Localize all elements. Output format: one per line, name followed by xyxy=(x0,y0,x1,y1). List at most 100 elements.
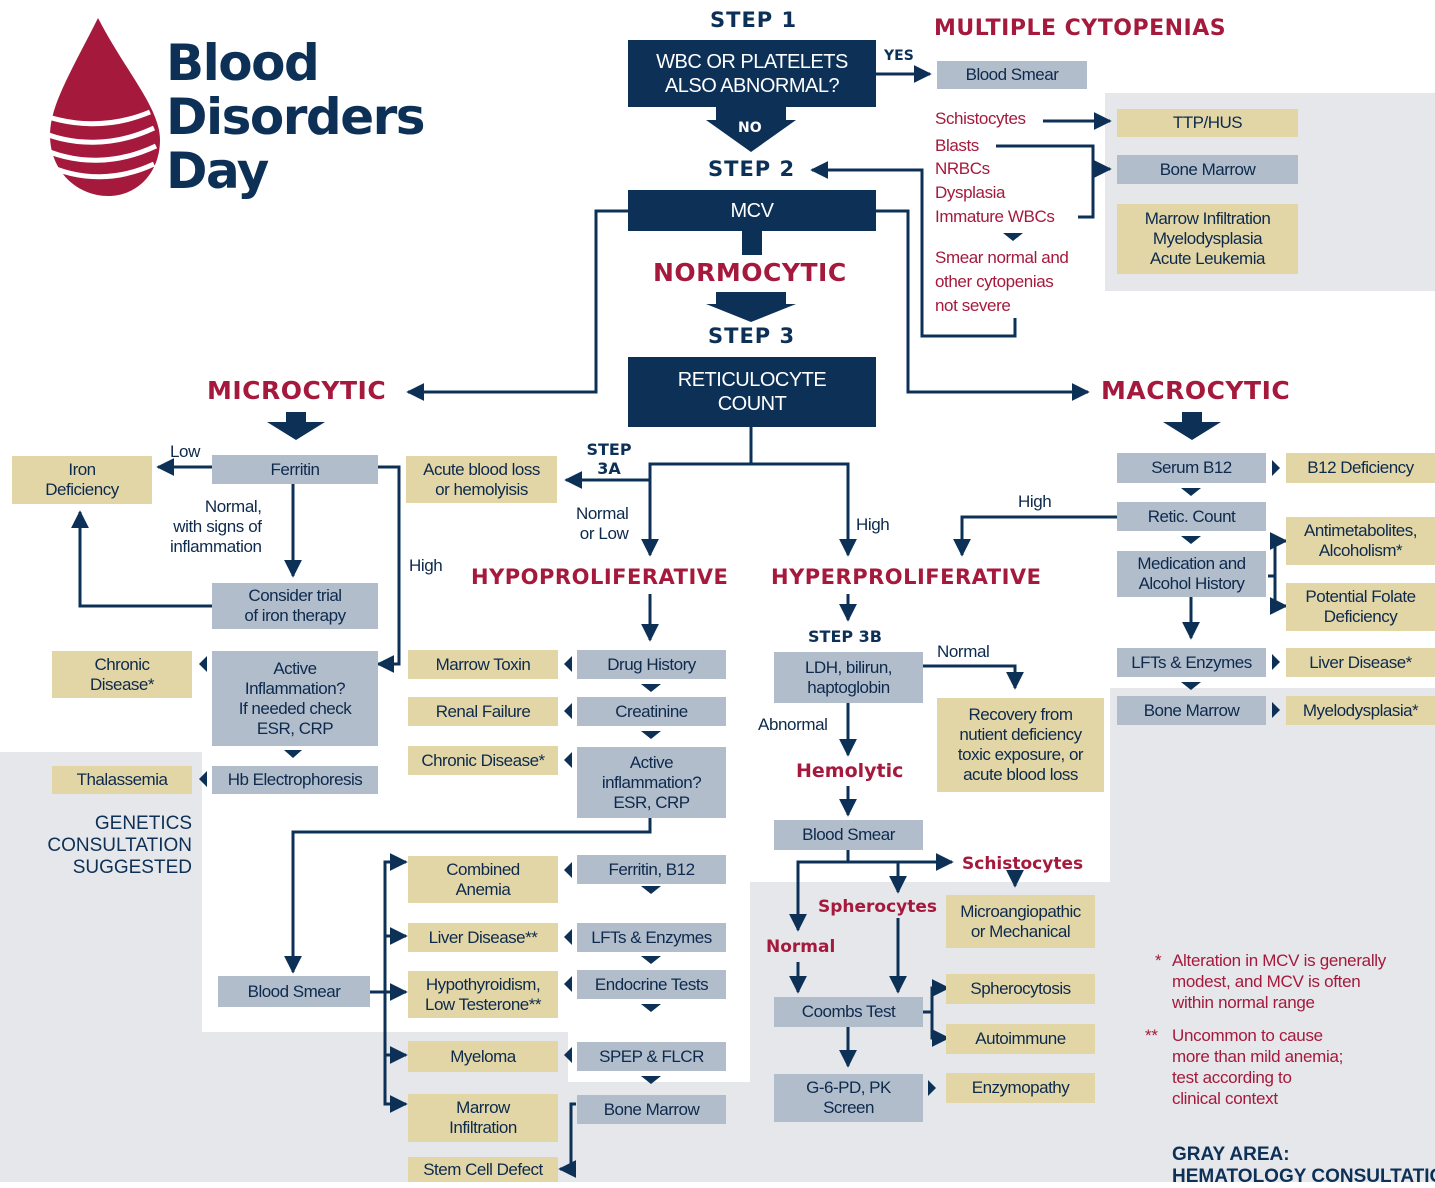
step-3b-label: STEP 3B xyxy=(808,627,882,646)
lfts-macro-box: LFTs & Enzymes xyxy=(1117,648,1266,677)
liver-disease-macro-box: Liver Disease* xyxy=(1286,648,1435,677)
medication-history-box: Medication and Alcohol History xyxy=(1117,551,1266,597)
antimetabolites-box: Antimetabolites, Alcoholism* xyxy=(1286,517,1435,565)
micro-arrow xyxy=(406,209,628,401)
ferritin-box: Ferritin xyxy=(212,455,378,484)
mcv-stem xyxy=(742,231,762,255)
marrow-toxin-box: Marrow Toxin xyxy=(408,650,558,679)
logo-line-3: Day xyxy=(166,142,269,200)
iron-deficiency-box: Iron Deficiency xyxy=(12,456,152,504)
retic-count-macro-box: Retic. Count xyxy=(1117,502,1266,531)
myelodysplasia-box: Myelodysplasia* xyxy=(1286,696,1435,725)
microangiopathic-box: Microangiopathic or Mechanical xyxy=(946,895,1095,948)
recovery-box: Recovery from nutient deficiency toxic e… xyxy=(937,698,1104,792)
no-arrow xyxy=(706,107,796,152)
lfts-hypo-box: LFTs & Enzymes xyxy=(577,923,726,952)
liver-disease-hypo-box: Liver Disease** xyxy=(408,923,558,952)
logo-line-1: Blood xyxy=(166,34,320,92)
smear-combined-arrow xyxy=(370,853,408,994)
macro-down-arrow xyxy=(1163,412,1221,440)
renal-failure-box: Renal Failure xyxy=(408,697,558,726)
blood-smear-hypo-box: Blood Smear xyxy=(218,976,370,1007)
note-1-mark: * xyxy=(1155,951,1162,970)
marrow-infiltration-hypo-box: Marrow Infiltration xyxy=(408,1094,558,1142)
multiple-cytopenias-heading: MULTIPLE CYTOPENIAS xyxy=(934,16,1227,41)
serum-b12-box: Serum B12 xyxy=(1117,453,1266,483)
blood-smear-cytopenia-box: Blood Smear xyxy=(937,61,1087,89)
marrow-infiltration-box: Marrow Infiltration Myelodysplasia Acute… xyxy=(1117,204,1298,274)
wbc-platelets-box: WBC OR PLATELETS ALSO ABNORMAL? xyxy=(628,40,876,107)
myeloma-box: Myeloma xyxy=(408,1041,558,1072)
spherocytosis-box: Spherocytosis xyxy=(946,974,1095,1004)
step-3a-label: STEP 3A xyxy=(586,440,632,478)
yes-label: YES xyxy=(884,48,914,64)
normal-signs-label: Normal, with signs of inflammation xyxy=(170,497,262,556)
step-1-label: STEP 1 xyxy=(710,8,798,32)
active-blood-smear-arrow xyxy=(284,818,652,974)
normocytic-arrow xyxy=(706,292,796,322)
smear-normal-text: Smear normal and other cytopenias not se… xyxy=(935,248,1069,315)
gray-zone-macro-bottom xyxy=(1110,688,1435,1182)
abnormal-ldh-label: Abnormal xyxy=(758,715,828,734)
genetics-consultation-label: GENETICS CONSULTATION SUGGESTED xyxy=(47,813,192,878)
med-anti-arrow xyxy=(1268,532,1288,578)
normal-heading: Normal xyxy=(766,937,836,957)
ferritin-b12-box: Ferritin, B12 xyxy=(577,855,726,884)
bone-marrow-hypo-box: Bone Marrow xyxy=(577,1095,726,1124)
blood-drop-logo-icon xyxy=(28,18,160,196)
ttp-hus-box: TTP/HUS xyxy=(1117,109,1298,137)
drug-history-box: Drug History xyxy=(577,650,726,679)
immature-wbcs-text: Immature WBCs xyxy=(935,207,1055,226)
retic-high-hyper-arrow xyxy=(953,515,1118,557)
smear-schisto-arrow xyxy=(846,850,954,871)
smear-normal-arrow xyxy=(789,860,848,932)
coombs-test-box: Coombs Test xyxy=(774,997,923,1027)
mcv-box: MCV xyxy=(628,190,876,231)
ferritin-high-arrow xyxy=(376,465,401,673)
ldh-box: LDH, bilirun, haptoglobin xyxy=(774,652,923,703)
note-1-text: Alteration in MCV is generally modest, a… xyxy=(1172,951,1386,1012)
step-2-label: STEP 2 xyxy=(708,157,796,181)
normal-low-label: Normal or Low xyxy=(576,504,629,543)
note-2-text: Uncommon to cause more than mild anemia;… xyxy=(1172,1026,1344,1108)
thalassemia-box: Thalassemia xyxy=(52,766,192,794)
active-inflammation-hypo-box: Active inflammation? ESR, CRP xyxy=(577,747,726,818)
schistocytes-text: Schistocytes xyxy=(935,109,1026,128)
schistocytes-heading: Schistocytes xyxy=(962,854,1084,874)
g6pd-box: G-6-PD, PK Screen xyxy=(774,1074,923,1122)
retic-normal-low-arrow xyxy=(641,427,753,557)
microcytic-heading: MICROCYTIC xyxy=(207,376,387,405)
folate-deficiency-box: Potential Folate Deficiency xyxy=(1286,583,1435,631)
hypoproliferative-heading: HYPOPROLIFERATIVE xyxy=(471,565,729,589)
note-2-mark: ** xyxy=(1145,1026,1158,1045)
acute-blood-loss-box: Acute blood loss or hemolyisis xyxy=(406,456,557,503)
creatinine-box: Creatinine xyxy=(577,697,726,726)
active-inflammation-box: Active Inflammation? If needed check ESR… xyxy=(212,651,378,746)
chronic-disease-micro-box: Chronic Disease* xyxy=(52,651,192,698)
hemolytic-heading: Hemolytic xyxy=(796,760,904,782)
nrbcs-text: NRBCs xyxy=(935,159,990,178)
step-3-label: STEP 3 xyxy=(708,324,796,348)
stem-cell-defect-box: Stem Cell Defect xyxy=(408,1157,558,1182)
macrocytic-heading: MACROCYTIC xyxy=(1101,376,1291,405)
high-macro-label: High xyxy=(1018,492,1052,511)
ldh-normal-arrow xyxy=(923,664,1024,690)
combined-anemia-box: Combined Anemia xyxy=(408,856,558,903)
hyperproliferative-heading: HYPERPROLIFERATIVE xyxy=(771,565,1042,589)
endocrine-tests-box: Endocrine Tests xyxy=(577,970,726,999)
high-retic-label: High xyxy=(856,515,890,534)
trial-iron-arrow xyxy=(71,510,212,608)
no-label: NO xyxy=(738,120,762,136)
normal-ldh-label: Normal xyxy=(937,642,990,661)
spep-flcr-box: SPEP & FLCR xyxy=(577,1042,726,1071)
marrow-stem-arrow xyxy=(558,1102,577,1178)
coombs-sphero-arrow xyxy=(923,979,950,1014)
retic-high-arrow xyxy=(751,462,857,557)
gray-area-legend: GRAY AREA: HEMATOLOGY CONSULTATIO xyxy=(1172,1144,1435,1187)
med-folate-arrow xyxy=(1269,576,1288,615)
high-microcytic-label: High xyxy=(409,556,443,575)
bone-marrow-macro-box: Bone Marrow xyxy=(1117,696,1266,725)
reticulocyte-count-box: RETICULOCYTE COUNT xyxy=(628,357,876,427)
spherocytes-heading: Spherocytes xyxy=(818,897,938,917)
